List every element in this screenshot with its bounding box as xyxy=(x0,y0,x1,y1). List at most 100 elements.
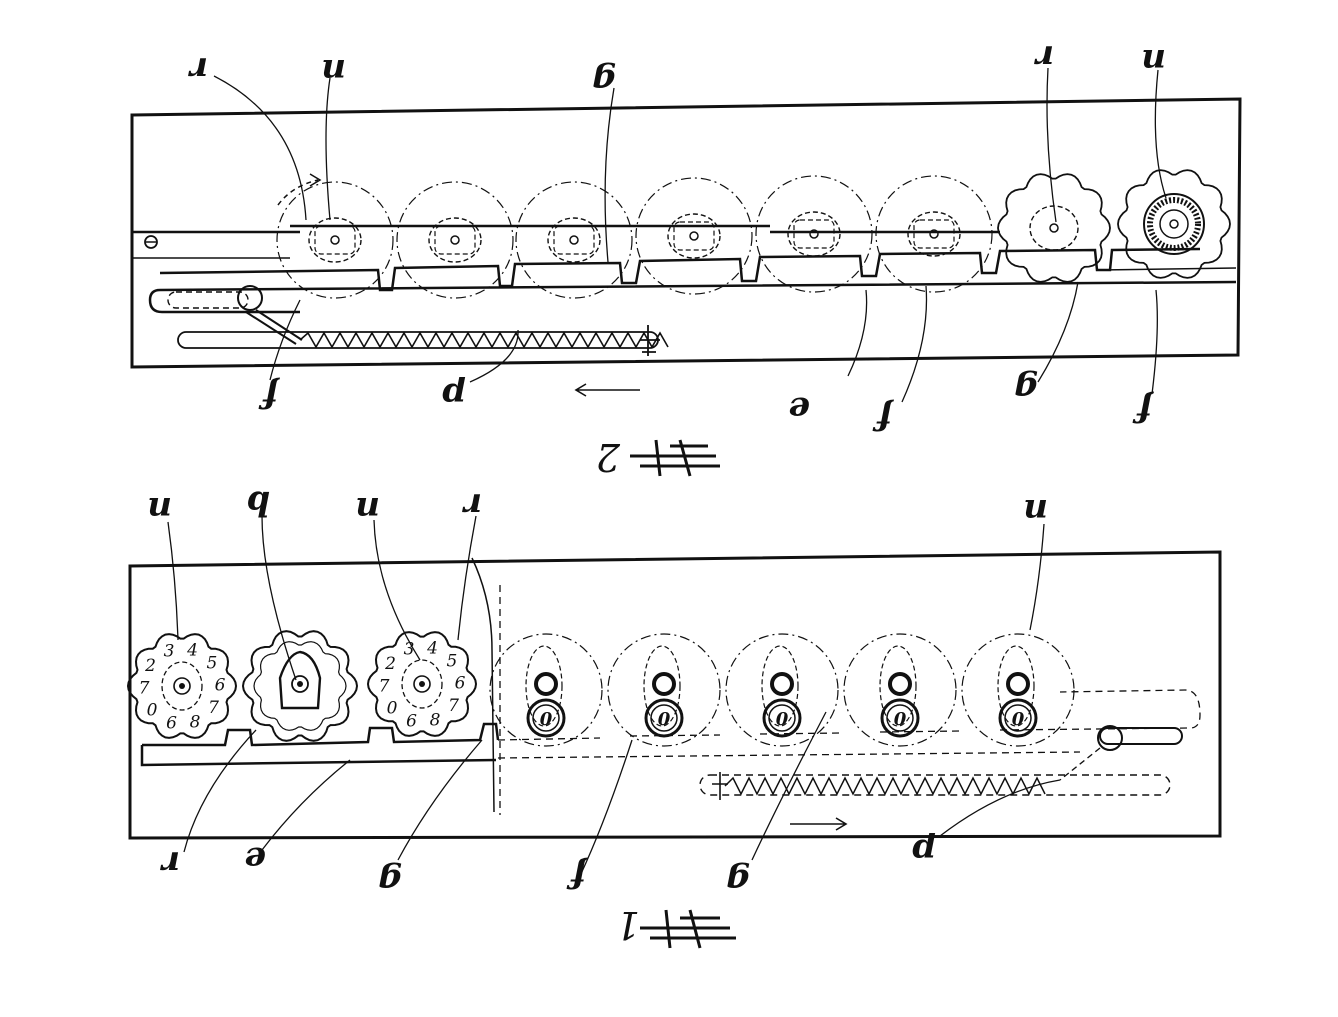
fig1-wheel-digit: 0 xyxy=(147,700,158,720)
figure-2: rngrnfpefgf 2 xyxy=(132,37,1240,479)
fig2-wheel-outline xyxy=(636,178,752,294)
fig2-wheel-cam xyxy=(668,214,720,258)
fig2-ratchet-teeth xyxy=(1150,200,1198,248)
fig1-caption: 1 xyxy=(616,903,736,948)
fig2-wheel-lobed xyxy=(1118,170,1230,278)
fig2-wheel-hub xyxy=(315,226,355,254)
fig1-wheel-digit: 6 xyxy=(455,674,466,694)
fig1-wheel-digit: 2 xyxy=(384,654,396,674)
fig2-number: 2 xyxy=(596,435,621,479)
fig2-wheel-axle xyxy=(1170,220,1178,228)
fig2-spring-slot xyxy=(178,332,658,348)
fig2-wheel-hub xyxy=(794,220,834,248)
fig2-wheel xyxy=(516,182,632,298)
fig2-wheel xyxy=(756,176,872,292)
fig1-label: n xyxy=(355,489,380,529)
fig1-display-ring xyxy=(654,674,674,694)
fig2-wheel-hub xyxy=(435,226,475,254)
fig1-display-wheel: 0 xyxy=(490,634,602,746)
fig1-wheels: 3456786072345678607200000 xyxy=(128,631,1074,746)
fig1-display-ring xyxy=(1008,674,1028,694)
fig2-wheel-axle xyxy=(1050,224,1058,232)
fig1-wheel-digit: 4 xyxy=(186,641,198,661)
fig1-wheel-digit: 4 xyxy=(426,639,438,659)
fig1-display-ring xyxy=(772,674,792,694)
fig1-slot xyxy=(1100,728,1182,744)
fig2-label: e xyxy=(788,389,810,429)
fig2-wheel-outline xyxy=(397,182,513,298)
fig1-label: f xyxy=(566,855,588,895)
fig2-wheel-outline xyxy=(516,182,632,298)
fig2-label: f xyxy=(872,397,894,437)
fig1-wheel-digit: 5 xyxy=(446,652,457,672)
fig2-wheel-outline xyxy=(277,182,393,298)
fig1-display-ring xyxy=(890,674,910,694)
fig1-label: b xyxy=(246,483,270,523)
fig2-wheel xyxy=(397,182,513,298)
fig1-wheel-digit: 2 xyxy=(144,656,156,676)
fig1-spring-slot xyxy=(700,775,1170,795)
fig1-wheel-digit: 7 xyxy=(139,678,150,698)
fig2-label: n xyxy=(321,51,346,91)
fig2-wheel-axle xyxy=(690,232,698,240)
fig2-label: g xyxy=(1014,369,1038,409)
fig2-wheels xyxy=(277,170,1230,298)
fig1-cam-axle xyxy=(297,681,303,687)
fig2-wheel xyxy=(636,178,752,294)
fig2-rotation-arrow xyxy=(278,180,318,205)
fig1-wheel-digit: 8 xyxy=(190,713,201,733)
fig2-labels: rngrnfpefgf xyxy=(188,37,1166,437)
fig1-display-digit: 0 xyxy=(658,709,671,730)
fig1-label: p xyxy=(912,831,936,871)
fig1-number: 1 xyxy=(616,903,640,947)
fig2-wheel xyxy=(998,174,1110,282)
fig1-motion-arrow xyxy=(790,818,846,830)
fig1-display-digit: 0 xyxy=(540,709,553,730)
fig2-slot xyxy=(168,292,248,308)
fig2-wheel xyxy=(277,182,393,298)
fig1-wheel-digit: 6 xyxy=(215,676,226,696)
fig1-slide-bar-lower xyxy=(142,745,496,765)
fig1-label: g xyxy=(378,861,402,901)
fig2-spring-anchor xyxy=(640,325,660,356)
fig2-spring xyxy=(300,333,668,347)
fig2-lever xyxy=(246,310,302,344)
fig1-label: n xyxy=(147,489,172,529)
fig1-slide-dashed xyxy=(498,585,1200,815)
fig2-wheel-outline xyxy=(756,176,872,292)
fig1-digit-wheel: 3456786072 xyxy=(368,632,476,736)
fig1-display-digit: 0 xyxy=(894,709,907,730)
fig2-wheel-cam xyxy=(788,212,840,256)
fig2-wheel-cam xyxy=(1030,206,1078,250)
fig1-digit-wheel-axle xyxy=(419,681,425,687)
fig2-wheel-axle xyxy=(331,236,339,244)
fig2-label: p xyxy=(442,375,466,415)
fig1-display-digit: 0 xyxy=(1012,709,1025,730)
fig1-spring xyxy=(725,778,1045,794)
fig2-label: f xyxy=(1132,389,1154,429)
fig2-wheel-cam xyxy=(548,218,600,262)
fig2-caption: 2 xyxy=(596,435,720,479)
fig1-label: g xyxy=(726,861,750,901)
fig1-wheel-digit: 6 xyxy=(166,714,177,734)
fig1-wheel-digit: 8 xyxy=(430,711,441,731)
fig2-label: n xyxy=(1141,41,1166,81)
fig1-wheel-digit: 7 xyxy=(379,676,390,696)
fig1-digit-wheel: 3456786072 xyxy=(128,634,236,738)
fig1-cam xyxy=(280,652,320,708)
fig2-wheel-hub xyxy=(914,220,954,248)
fig1-display-wheel: 0 xyxy=(962,634,1074,746)
figure-1: 3456786072345678607200000 nbnrnregfgp 1 xyxy=(128,483,1220,948)
fig1-cam-wheel xyxy=(243,631,357,741)
fig2-ratchet-inner xyxy=(1160,210,1188,238)
fig2-wheel-axle xyxy=(451,236,459,244)
fig1-wheel-digit: 6 xyxy=(406,712,417,732)
fig1-display-digit: 0 xyxy=(776,709,789,730)
fig2-slide-bar-bottom xyxy=(150,282,1236,312)
fig2-top-bar xyxy=(132,226,1000,232)
fig1-label: r xyxy=(160,843,180,883)
fig1-wheel-digit: 7 xyxy=(208,698,219,718)
fig1-lever-pivot xyxy=(1098,726,1122,750)
